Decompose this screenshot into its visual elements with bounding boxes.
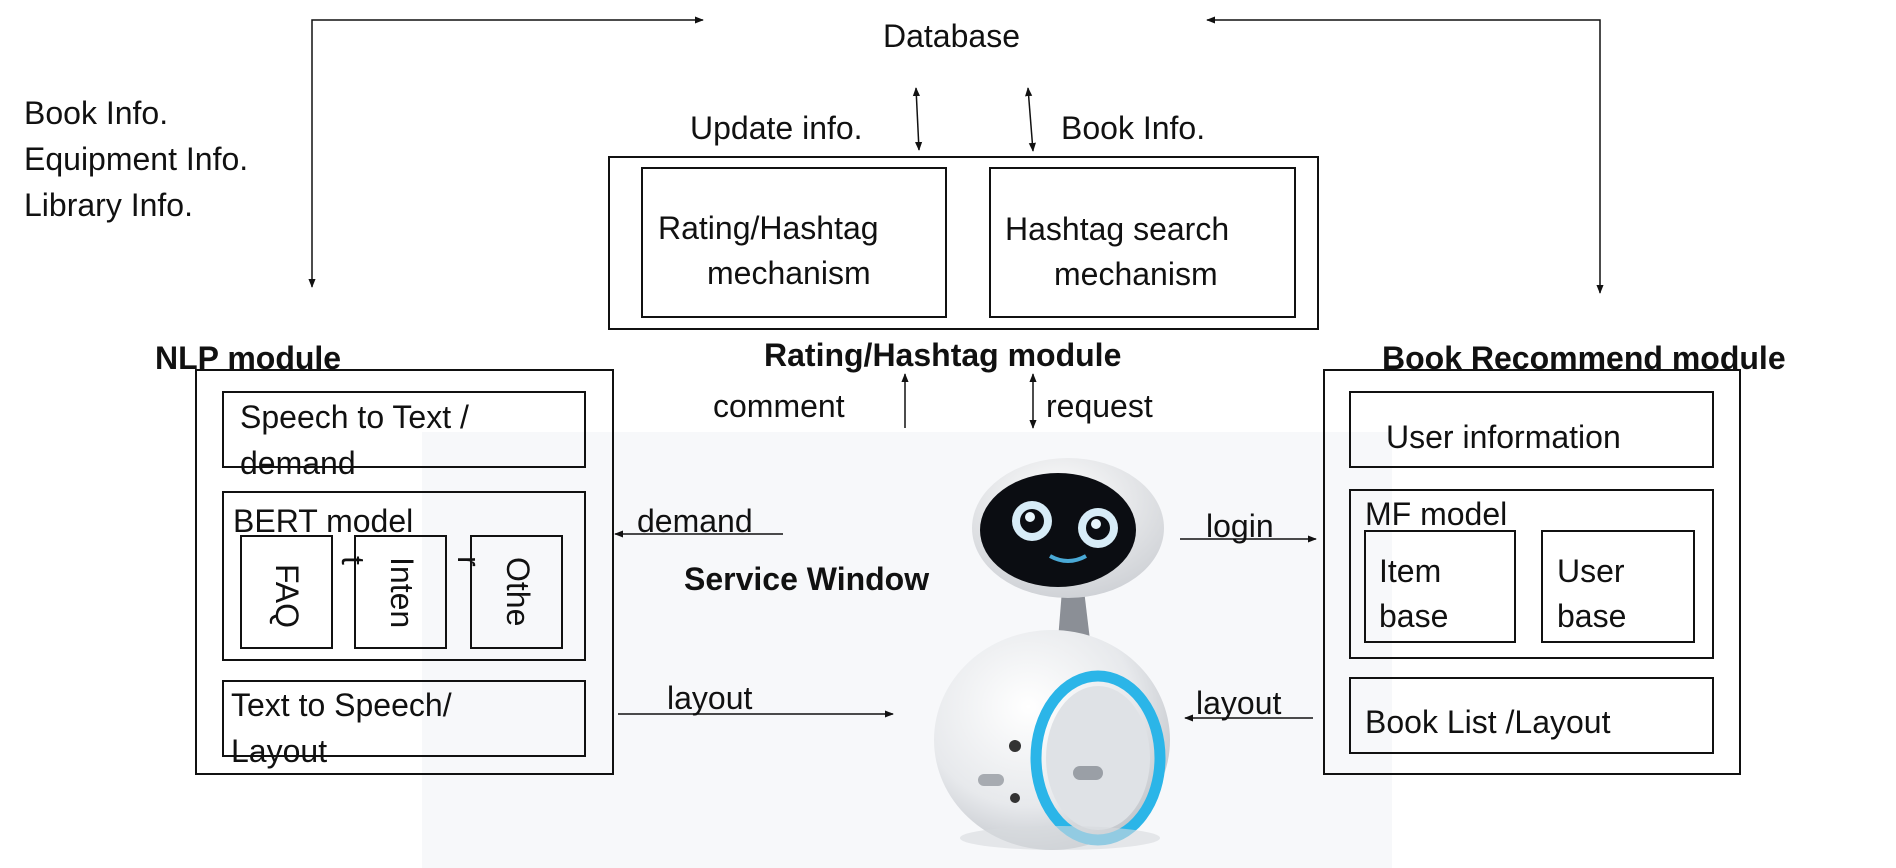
intent-label: Inten xyxy=(384,557,420,629)
database-label: Database xyxy=(883,18,1020,54)
text-to-speech-line1: Text to Speech/ xyxy=(231,687,452,723)
comment-label: comment xyxy=(713,388,845,424)
book-info-item: Book Info. xyxy=(24,95,169,131)
speech-to-text-box xyxy=(222,391,586,468)
info-connector-left xyxy=(308,16,704,288)
rating-module-title: Rating/Hashtag module xyxy=(764,337,1122,373)
hashtag-search-line1: Hashtag search xyxy=(1005,211,1230,247)
rating-module-box xyxy=(608,156,1319,330)
bert-model-box xyxy=(222,491,586,661)
speech-to-text-line2: demand xyxy=(240,445,356,481)
text-to-speech-line2: Layout xyxy=(231,733,328,769)
other-label: Othe xyxy=(500,557,536,627)
rating-mechanism-line1: Rating/Hashtag xyxy=(658,210,879,246)
recommend-module-box xyxy=(1323,369,1741,775)
faq-label: FAQ xyxy=(269,564,305,629)
robot-illustration xyxy=(934,458,1170,850)
user-information-label: User information xyxy=(1386,419,1621,455)
update-info-label: Update info. xyxy=(690,110,863,146)
hashtag-search-line2: mechanism xyxy=(1054,256,1218,292)
request-label: request xyxy=(1046,388,1153,424)
layout-right-label: layout xyxy=(1196,685,1282,721)
book-list-box xyxy=(1349,677,1714,754)
rating-mechanism-line2: mechanism xyxy=(707,255,871,291)
rating-mechanism-box xyxy=(641,167,947,318)
layout-left-label: layout xyxy=(667,680,753,716)
item-base-box xyxy=(1364,530,1516,643)
other-box xyxy=(470,535,563,649)
faq-box xyxy=(240,535,333,649)
book-info-arrow xyxy=(1025,87,1036,152)
service-window-title: Service Window xyxy=(684,561,930,597)
user-base-line2: base xyxy=(1557,598,1627,634)
hashtag-search-box xyxy=(989,167,1296,318)
user-base-line1: User xyxy=(1557,553,1625,589)
intent-label-wrap: t xyxy=(335,556,371,565)
library-info-item: Library Info. xyxy=(24,187,193,223)
item-base-line1: Item xyxy=(1379,553,1442,589)
robot-photo-panel xyxy=(422,432,1392,868)
book-list-label: Book List /Layout xyxy=(1365,704,1611,740)
intent-box xyxy=(354,535,447,649)
user-base-box xyxy=(1541,530,1695,643)
login-label: login xyxy=(1206,508,1274,544)
nlp-module-box xyxy=(195,369,614,775)
info-connector-right xyxy=(1206,16,1604,294)
mf-model-box xyxy=(1349,489,1714,659)
update-info-arrow xyxy=(912,87,923,151)
mf-model-label: MF model xyxy=(1365,496,1508,532)
bert-model-label: BERT model xyxy=(233,503,414,539)
book-info-label: Book Info. xyxy=(1061,110,1206,146)
user-information-box xyxy=(1349,391,1714,468)
speech-to-text-line1: Speech to Text / xyxy=(240,399,469,435)
other-label-wrap: r xyxy=(451,556,487,567)
demand-label: demand xyxy=(637,503,753,539)
text-to-speech-box xyxy=(222,680,586,757)
item-base-line2: base xyxy=(1379,598,1449,634)
equipment-info-item: Equipment Info. xyxy=(24,141,249,177)
